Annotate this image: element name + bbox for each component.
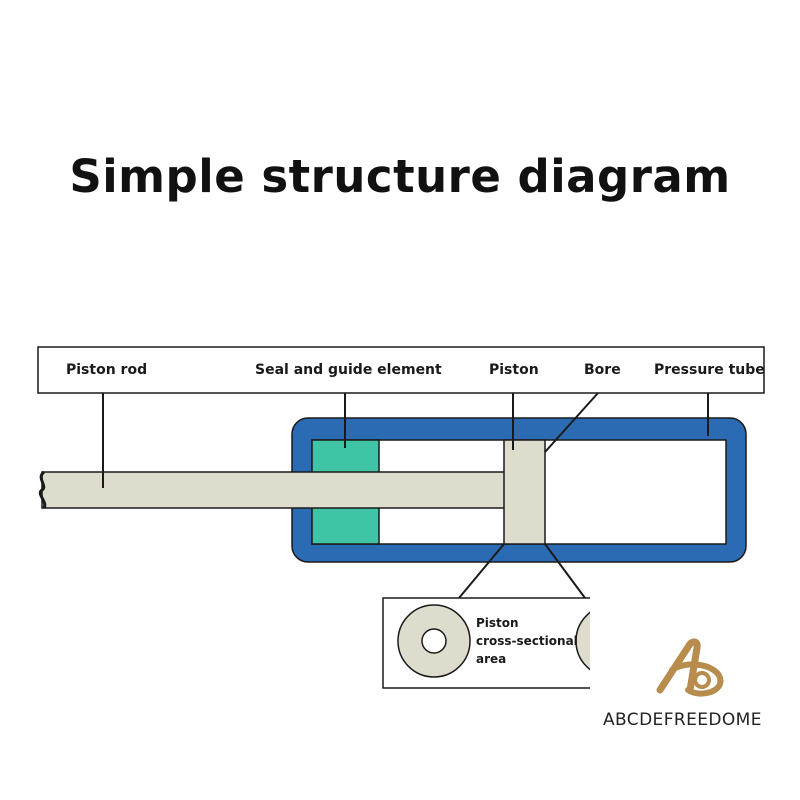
diagram-title: Simple structure diagram — [69, 150, 731, 203]
rod-break-end — [38, 470, 47, 509]
watermark-text: ABCDEFREEDOME — [603, 710, 762, 730]
label-seal-guide: Seal and guide element — [255, 362, 442, 378]
label-piston-rod: Piston rod — [66, 362, 147, 378]
piston-cross-section-hole — [421, 628, 447, 654]
partial-cross-section-disc — [575, 611, 590, 671]
callout-line-left — [458, 543, 505, 599]
label-bore: Bore — [584, 362, 621, 378]
inset-label-line1: Piston — [476, 616, 519, 630]
inset-label-line3: area — [476, 652, 506, 666]
label-piston: Piston — [489, 362, 539, 378]
label-box — [37, 346, 765, 394]
label-pressure-tube: Pressure tube — [654, 362, 765, 378]
watermark-logo-icon — [656, 638, 724, 697]
inset-label-line2: cross-sectional — [476, 634, 578, 648]
callout-line-right — [544, 543, 586, 599]
piston-rod — [41, 471, 507, 509]
piston — [503, 439, 546, 545]
leader-bore — [544, 392, 599, 453]
